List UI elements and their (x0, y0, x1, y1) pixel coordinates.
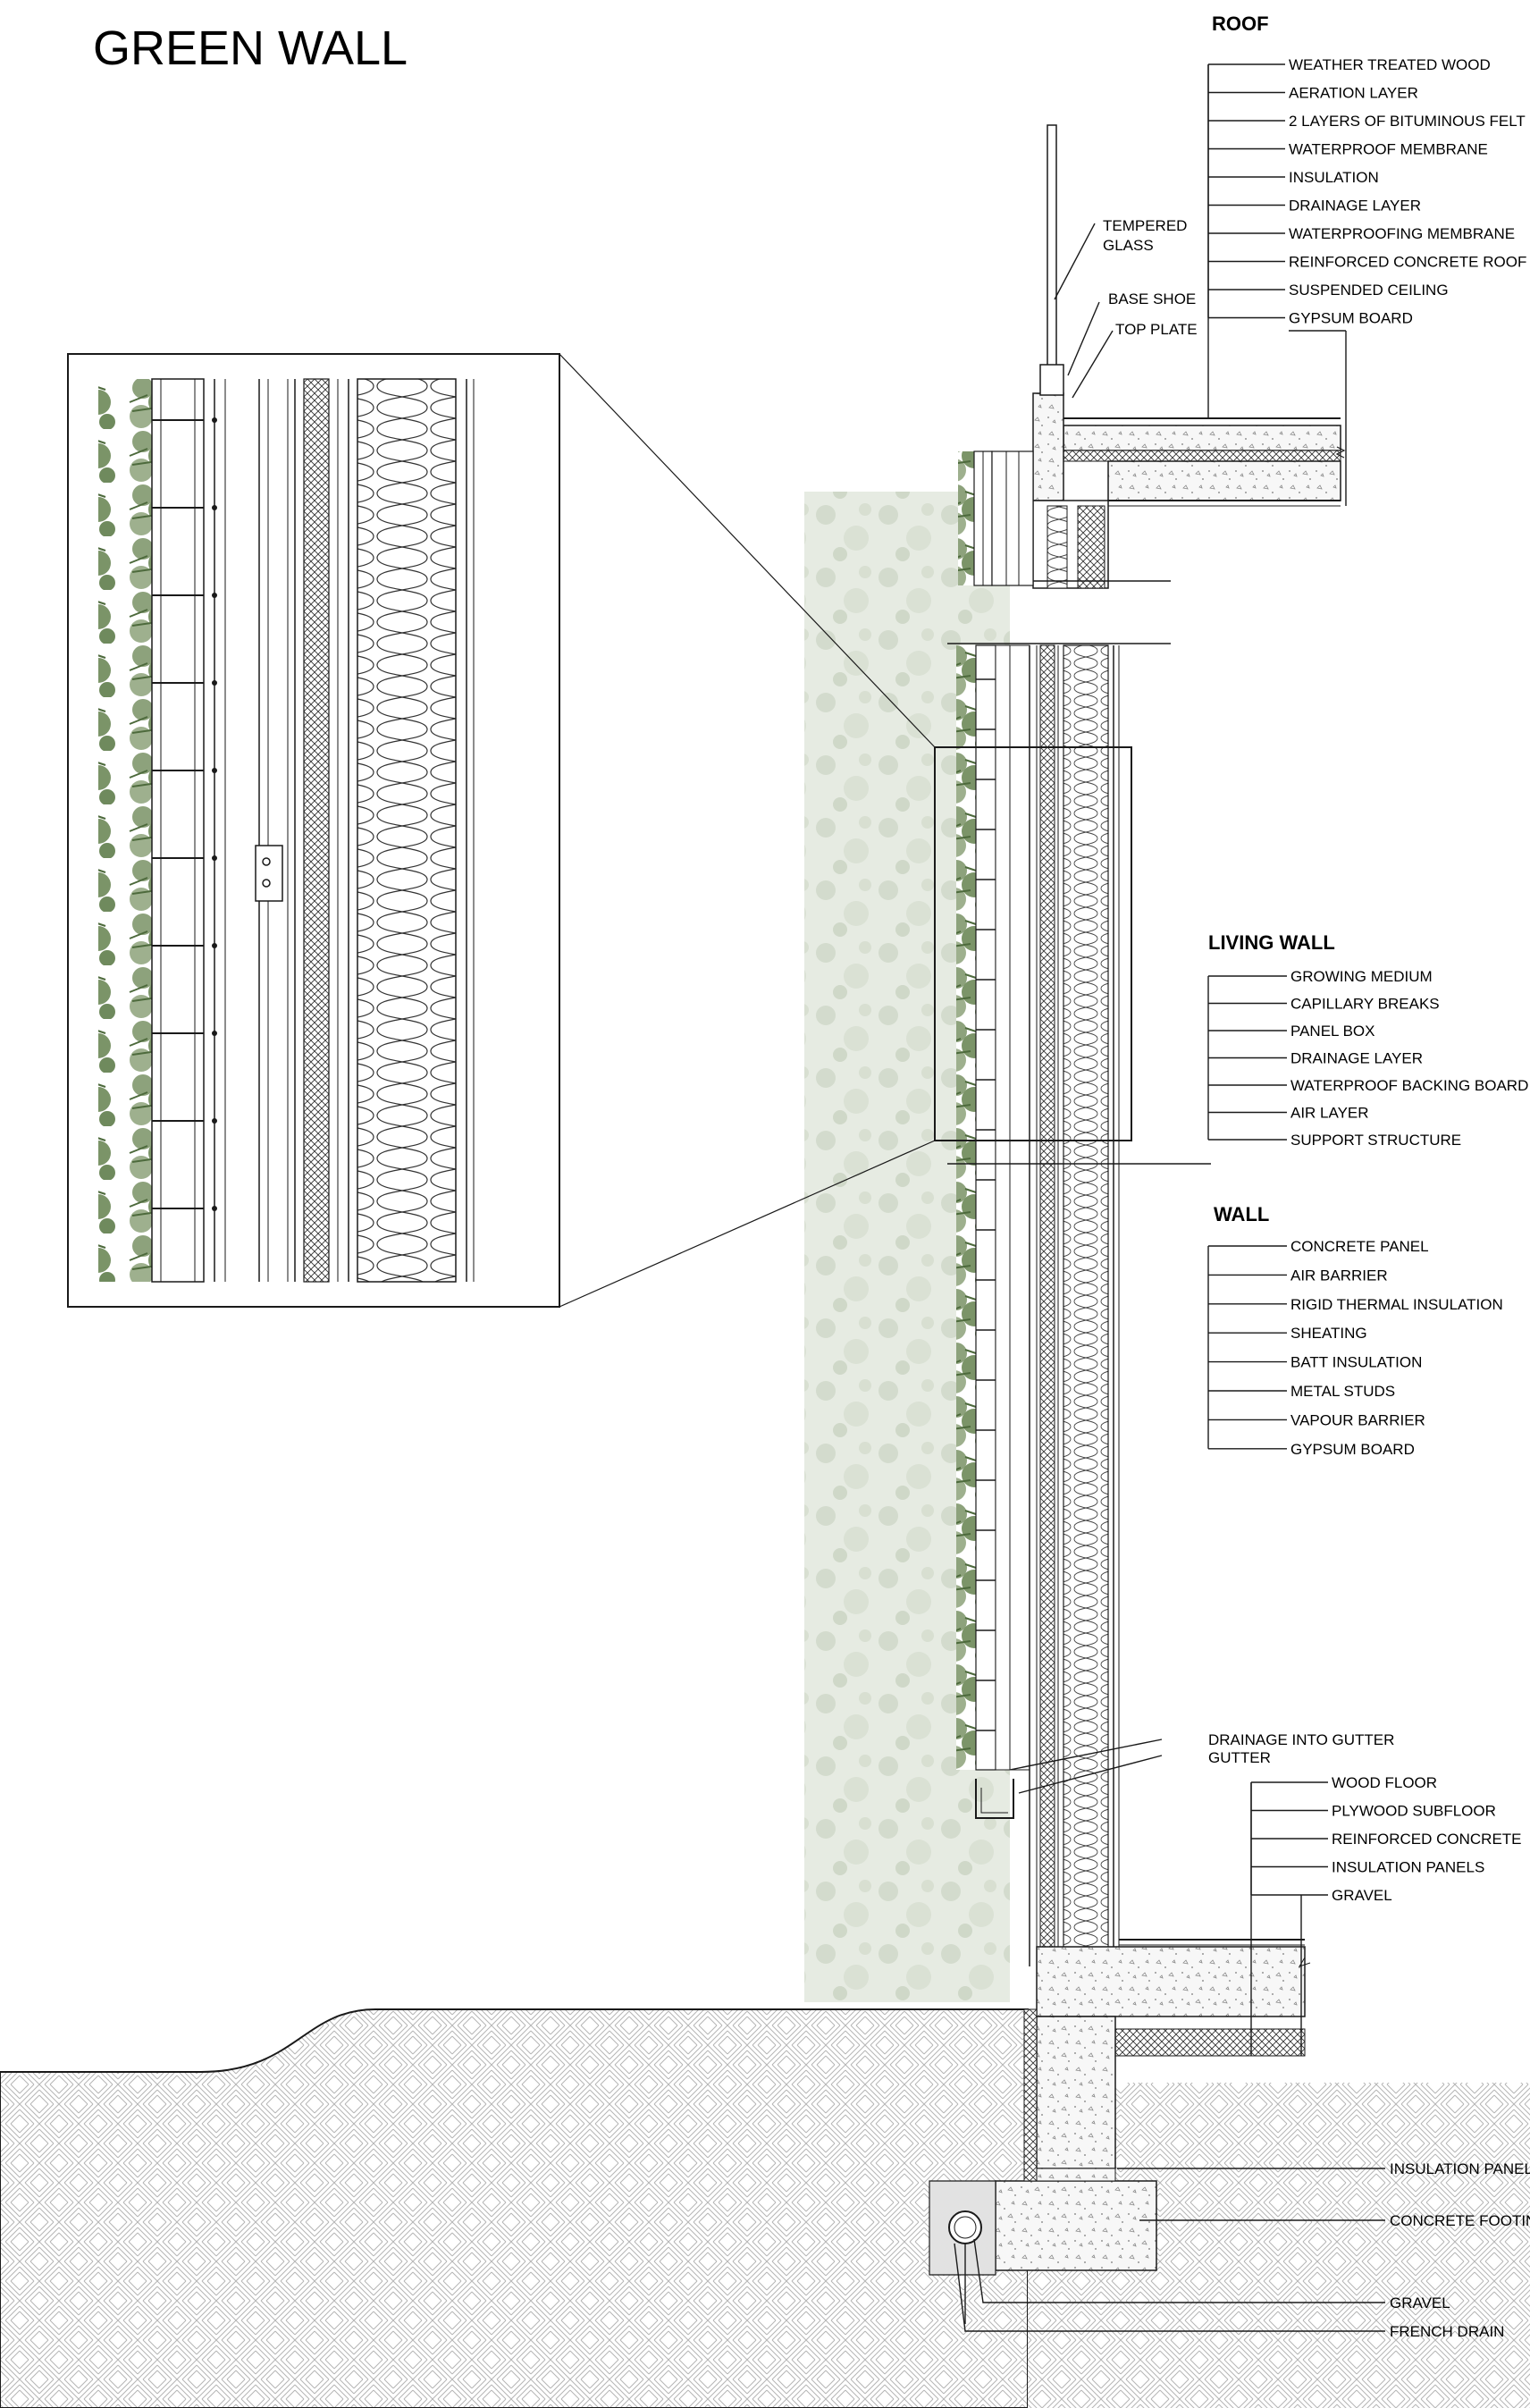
tempered-glass-railing (1039, 124, 1064, 396)
enlarged-detail (67, 353, 560, 1308)
living_wall-label-3: DRAINAGE LAYER (1290, 1050, 1423, 1067)
gutter (975, 1779, 1014, 1819)
living_wall-label-4: WATERPROOF BACKING BOARD (1290, 1077, 1528, 1094)
upper-planter (958, 450, 1034, 586)
label-gutter: GUTTER (1208, 1749, 1271, 1766)
floor-label-1: PLYWOOD SUBFLOOR (1332, 1803, 1496, 1820)
wall-label-5: METAL STUDS (1290, 1383, 1395, 1400)
roof-label-4: INSULATION (1289, 169, 1379, 186)
wall-label-6: VAPOUR BARRIER (1290, 1411, 1425, 1428)
roof-label-9: GYPSUM BOARD (1289, 310, 1413, 327)
french-drain-pipe (948, 2210, 982, 2244)
roof-label-0: WEATHER TREATED WOOD (1289, 56, 1491, 73)
title: GREEN WALL (93, 21, 408, 75)
floor-foundation (929, 1939, 1311, 2276)
roof-leaders (1207, 63, 1347, 506)
floor-label-2: REINFORCED CONCRETE (1332, 1831, 1522, 1848)
wall-labels: CONCRETE PANEL AIR BARRIER RIGID THERMAL I… (1290, 1238, 1503, 1458)
floor-leaders (1250, 1781, 1328, 2056)
roof-label-3: WATERPROOF MEMBRANE (1289, 141, 1488, 158)
label-base-shoe: BASE SHOE (1108, 290, 1196, 307)
label-french-drain: FRENCH DRAIN (1390, 2323, 1504, 2340)
wall-label-0: CONCRETE PANEL (1290, 1238, 1429, 1255)
wall-label-1: AIR BARRIER (1290, 1267, 1388, 1284)
living_wall-label-1: CAPILLARY BREAKS (1290, 996, 1440, 1013)
roof-label-1: AERATION LAYER (1289, 85, 1418, 102)
wall-label-2: RIGID THERMAL INSULATION (1290, 1296, 1503, 1313)
living-wall-leaders (1207, 975, 1287, 1141)
label-gravel-foundation: GRAVEL (1390, 2294, 1450, 2311)
misc-leaders (947, 223, 1385, 2332)
roof-heading: ROOF (1212, 13, 1269, 35)
living-wall-labels: GROWING MEDIUM CAPILLARY BREAKS PANEL BOX D… (1290, 968, 1528, 1149)
label-drainage-into-gutter: DRAINAGE INTO GUTTER (1208, 1731, 1394, 1748)
living_wall-label-0: GROWING MEDIUM (1290, 968, 1433, 985)
floor-label-3: INSULATION PANELS (1332, 1859, 1484, 1876)
wall-heading: WALL (1214, 1203, 1269, 1225)
living-wall-heading: LIVING WALL (1208, 931, 1335, 954)
roof-label-7: REINFORCED CONCRETE ROOF SL (1289, 254, 1530, 271)
floor-label-4: GRAVEL (1332, 1887, 1392, 1904)
floor-label-0: WOOD FLOOR (1332, 1774, 1437, 1791)
roof-label-2: 2 LAYERS OF BITUMINOUS FELT (1289, 113, 1526, 130)
wall-section (956, 644, 1120, 1967)
living_wall-label-5: AIR LAYER (1290, 1105, 1369, 1122)
roof-label-8: SUSPENDED CEILING (1289, 282, 1449, 299)
living_wall-label-2: PANEL BOX (1290, 1023, 1374, 1040)
wall-leaders (1207, 1245, 1287, 1450)
roof-labels: WEATHER TREATED WOOD AERATION LAYER 2 LAYE… (1289, 56, 1530, 327)
wall-label-7: GYPSUM BOARD (1290, 1441, 1415, 1458)
label-top-plate: TOP PLATE (1115, 321, 1198, 338)
wall-label-3: SHEATING (1290, 1325, 1367, 1342)
label-tempered-glass-1: TEMPERED (1103, 217, 1187, 234)
label-concrete-footing: CONCRETE FOOTIN (1390, 2212, 1530, 2229)
roof-label-6: WATERPROOFING MEMBRANE (1289, 225, 1515, 242)
detail-callout-box (934, 746, 1132, 1141)
living_wall-label-6: SUPPORT STRUCTURE (1290, 1132, 1461, 1149)
floor-labels: WOOD FLOOR PLYWOOD SUBFLOOR REINFORCED CON… (1332, 1774, 1522, 1904)
wall-label-4: BATT INSULATION (1290, 1354, 1422, 1371)
label-insulation-panel: INSULATION PANEL (1390, 2160, 1530, 2177)
roof-label-5: DRAINAGE LAYER (1289, 198, 1421, 215)
roof-assembly (983, 392, 1346, 589)
ground-earth (0, 2008, 1029, 2408)
label-tempered-glass-2: GLASS (1103, 237, 1154, 254)
